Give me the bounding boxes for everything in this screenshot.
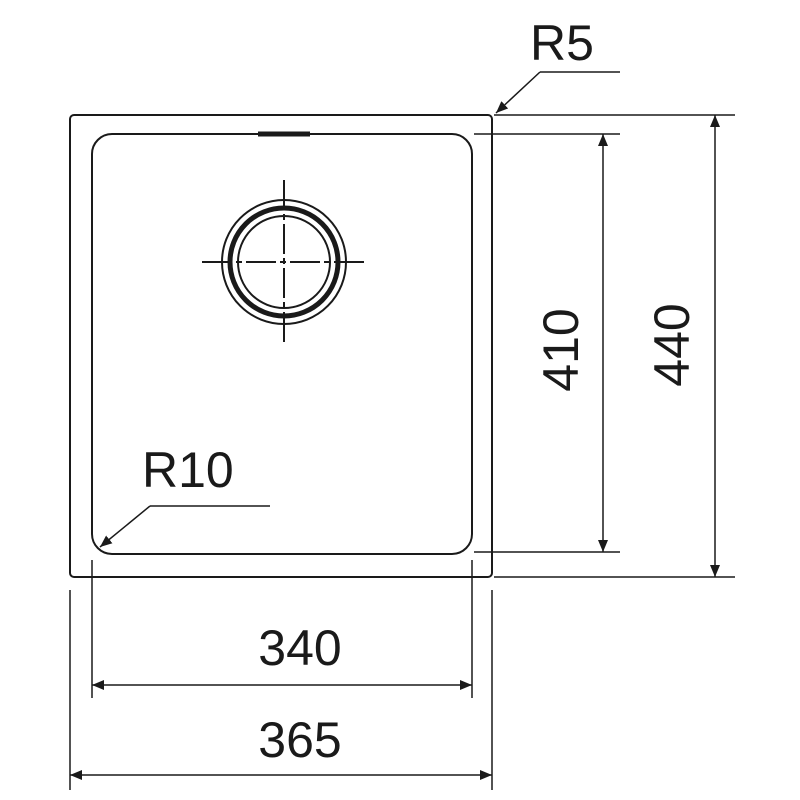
r5-label: R5 xyxy=(530,15,594,71)
outer-height-label: 440 xyxy=(644,303,700,386)
drain xyxy=(202,180,366,344)
inner-height-dimension xyxy=(474,133,620,553)
outer-height-dimension xyxy=(494,114,735,578)
r10-leader xyxy=(99,505,270,548)
inner-height-label: 410 xyxy=(533,308,589,391)
outer-width-dimension xyxy=(69,590,493,790)
outer-width-label: 365 xyxy=(258,712,341,768)
inner-width-dimension xyxy=(91,560,473,698)
sink-outer-rim xyxy=(69,114,493,578)
r5-leader xyxy=(495,71,620,114)
inner-width-label: 340 xyxy=(258,620,341,676)
sink-outline xyxy=(69,114,493,578)
r10-label: R10 xyxy=(142,442,234,498)
